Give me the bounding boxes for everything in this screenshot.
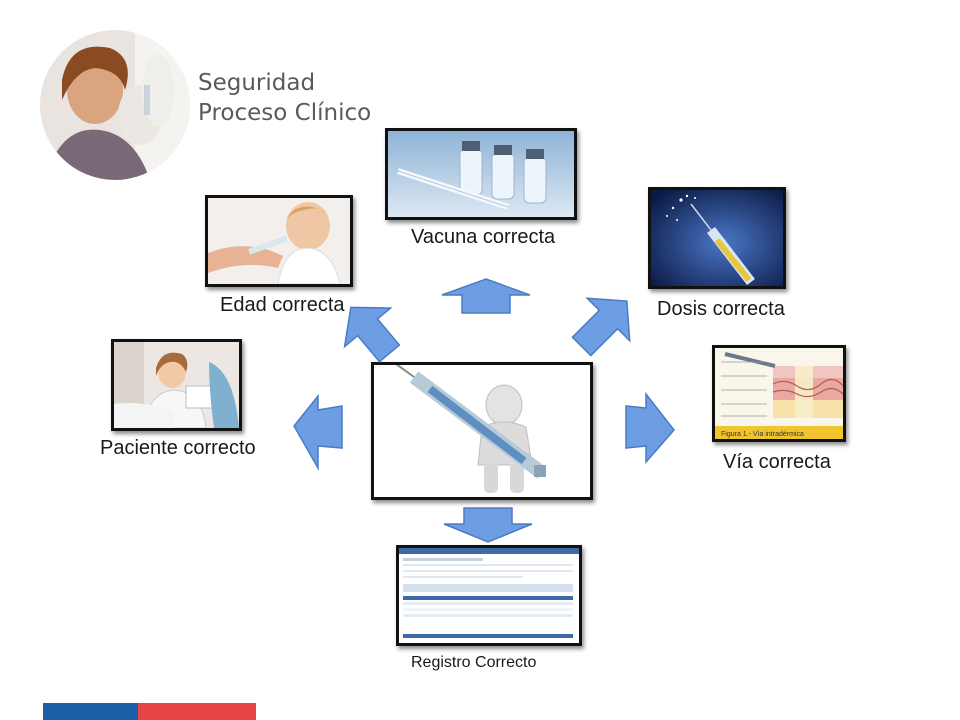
paciente-photo [111,339,242,431]
vacuna-photo [385,128,577,220]
paciente-label: Paciente correcto [100,437,256,459]
arrow-up-icon [441,278,531,314]
arrow-right-icon [625,391,675,464]
via-label: Vía correcta [723,451,831,473]
title-line-1: Seguridad [198,70,316,96]
arrow-up-left-icon [343,306,401,363]
dosis-label: Dosis correcta [657,298,785,320]
dosis-photo [648,187,786,289]
registro-label: Registro Correcto [411,654,537,671]
flag-bar-blue [43,703,138,720]
edad-label: Edad correcta [220,294,345,316]
arrow-up-right-icon [571,297,631,357]
via-figure-caption: Figura 1.- Vía intradérmica [721,431,804,438]
arrow-left-icon [293,393,343,471]
vacuna-label: Vacuna correcta [411,226,556,248]
edad-photo [205,195,353,287]
arrow-down-icon [443,507,533,543]
title-line-2: Proceso Clínico [198,100,372,126]
registro-photo [396,545,582,646]
flag-bar-red [138,703,256,720]
header-photo [40,30,190,180]
slide-title: Seguridad Proceso Clínico [198,68,371,128]
center-photo [371,362,593,500]
via-photo: Figura 1.- Vía intradérmica [712,345,846,442]
